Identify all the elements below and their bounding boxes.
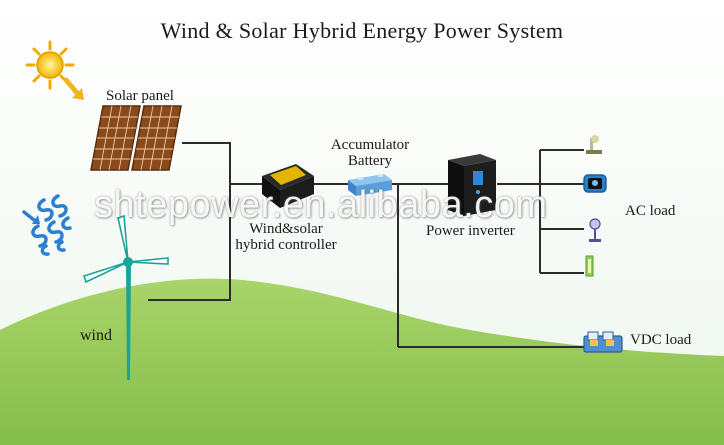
battery-icon [348,174,392,196]
controller-label-line2: hybrid controller [235,237,337,253]
green-hill [0,278,724,445]
ac-load-label: AC load [625,203,676,219]
diagram-title: Wind & Solar Hybrid Energy Power System [160,18,564,43]
hybrid-controller-label: Wind&solar hybrid controller [222,221,350,253]
vdc-load-label: VDC load [630,332,692,348]
accumulator-battery-label: Accumulator Battery [322,137,418,169]
accumulator-label-line2: Battery [347,153,393,169]
lamp-icon [586,135,602,154]
hybrid-controller-icon [262,164,314,208]
wind-turbine-icon [82,214,169,380]
power-inverter-icon [448,154,496,216]
controller-label-line1: Wind&solar [249,221,323,237]
wind-arrows-icon [22,194,72,256]
sun-ray-arrow-icon [63,77,84,100]
power-inverter-label: Power inverter [426,223,515,239]
wind-label: wind [80,327,112,344]
accumulator-label-line1: Accumulator [330,137,410,153]
solar-panel-icon [90,105,182,171]
watermark-text: shtepower.en.alibaba.com [94,184,548,226]
tv-icon [583,174,607,193]
dc-appliance-icon [583,331,623,353]
fan-icon [589,218,601,242]
fluorescent-lamp-icon [585,255,594,277]
solar-panel-label: Solar panel [106,88,174,104]
